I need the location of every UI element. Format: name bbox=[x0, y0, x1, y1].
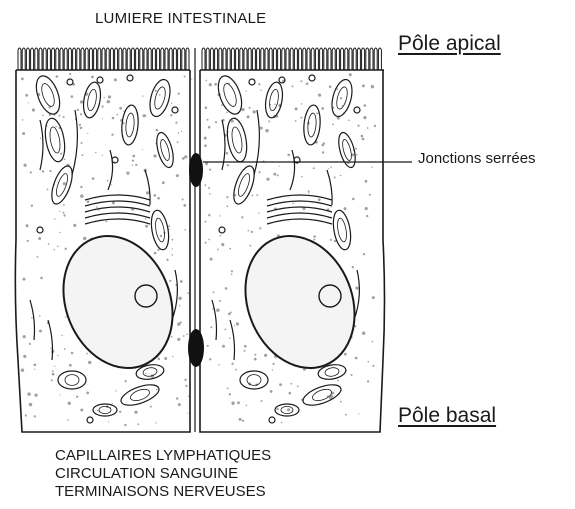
tight-junction-mark bbox=[189, 153, 203, 187]
basal-structures-list: CAPILLAIRES LYMPHATIQUES CIRCULATION SAN… bbox=[55, 447, 271, 501]
basal-structure-item: CAPILLAIRES LYMPHATIQUES bbox=[55, 447, 271, 465]
basal-structure-item: TERMINAISONS NERVEUSES bbox=[55, 483, 271, 501]
lumen-label: LUMIERE INTESTINALE bbox=[95, 10, 266, 27]
desmosome-mark bbox=[188, 329, 204, 367]
microvilli-brush-border bbox=[16, 48, 384, 70]
nucleus-right bbox=[226, 219, 373, 384]
nucleus-left bbox=[44, 219, 191, 384]
tight-junctions-label: Jonctions serrées bbox=[418, 150, 536, 167]
basal-pole-label: Pôle basal bbox=[398, 404, 496, 428]
basal-structure-item: CIRCULATION SANGUINE bbox=[55, 465, 271, 483]
apical-pole-label: Pôle apical bbox=[398, 32, 501, 56]
